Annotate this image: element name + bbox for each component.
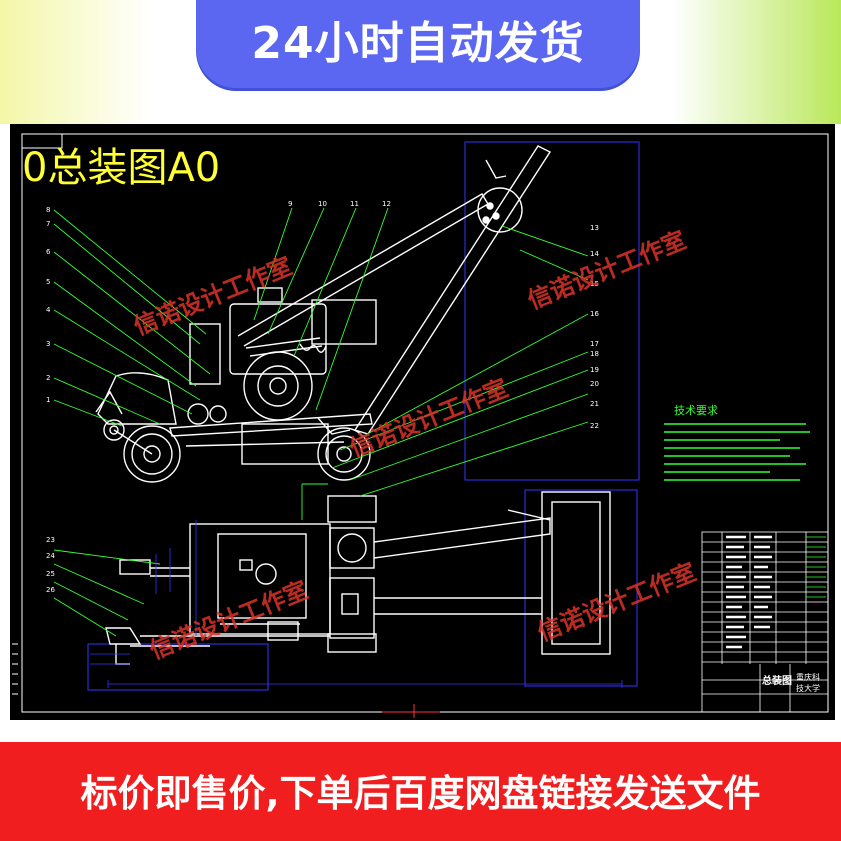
part-number: 13	[590, 224, 599, 232]
title-block	[701, 531, 829, 713]
part-number: 10	[318, 200, 327, 208]
parts-list-green	[806, 536, 826, 598]
bottom-banner-text: 标价即售价,下单后百度网盘链接发送文件	[80, 772, 761, 815]
part-number: 5	[46, 278, 50, 286]
part-number: 6	[46, 248, 51, 256]
drawing-title: 0总装图A0	[22, 145, 221, 191]
corner-box	[21, 133, 63, 149]
top-view	[105, 491, 611, 665]
part-numbers: 8 7 6 5 4 3 2 1 9 10 11 12 13 14 15 16 1…	[46, 200, 599, 594]
part-number: 15	[590, 280, 599, 288]
part-number: 22	[590, 422, 599, 430]
side-view	[95, 145, 552, 483]
tech-requirements-title: 技术要求	[674, 404, 718, 417]
part-number: 7	[46, 220, 50, 228]
part-number: 4	[46, 306, 51, 314]
part-number: 24	[46, 552, 55, 560]
part-number: 16	[590, 310, 599, 318]
dimension-lines	[90, 520, 623, 688]
top-banner: 24小时自动发货	[0, 0, 841, 124]
top-view-frame	[524, 489, 638, 687]
part-number: 11	[350, 200, 359, 208]
part-number: 26	[46, 586, 55, 594]
part-number: 8	[46, 206, 50, 214]
part-number: 3	[46, 340, 50, 348]
center-marks	[382, 704, 440, 718]
cad-drawing-svg: 8 7 6 5 4 3 2 1 9 10 11 12 13 14 15 16 1…	[12, 133, 829, 718]
part-number: 18	[590, 350, 599, 358]
bottom-banner	[0, 742, 841, 841]
ruler-ticks	[12, 643, 18, 695]
parts-list-entries	[726, 535, 772, 649]
leader-lines	[53, 207, 589, 637]
dimension-frame	[87, 643, 269, 691]
part-number: 9	[288, 200, 292, 208]
part-number: 20	[590, 380, 599, 388]
top-banner-pill	[196, 0, 640, 88]
part-number: 1	[46, 396, 50, 404]
part-number: 19	[590, 366, 599, 374]
title-block-school: 重庆科技大学	[796, 673, 820, 693]
part-number: 17	[590, 340, 599, 348]
part-number: 2	[46, 374, 50, 382]
part-number: 25	[46, 570, 55, 578]
part-number: 12	[382, 200, 391, 208]
top-banner-text: 24小时自动发货	[251, 18, 585, 69]
part-number: 23	[46, 536, 55, 544]
title-block-drawing-name: 总装图	[762, 676, 792, 687]
side-view-frame	[464, 141, 640, 481]
tech-requirements-lines	[664, 423, 810, 481]
cad-drawing: 8 7 6 5 4 3 2 1 9 10 11 12 13 14 15 16 1…	[10, 124, 835, 720]
part-number: 21	[590, 400, 599, 408]
part-number: 14	[590, 250, 599, 258]
